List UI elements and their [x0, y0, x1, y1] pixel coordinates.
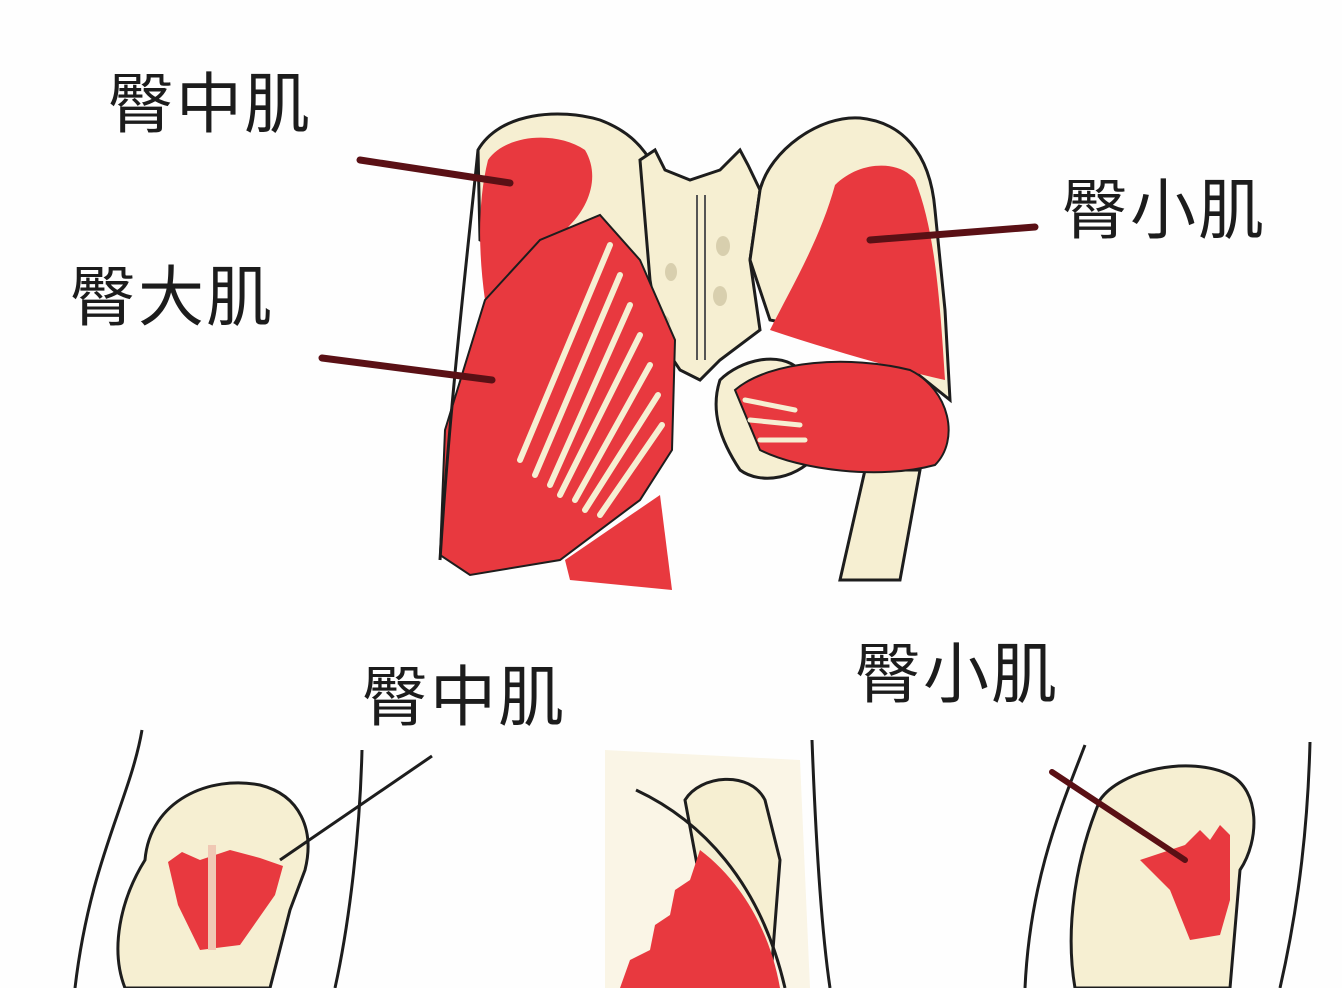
- pointer-gluteus-medius-bottom: [279, 754, 433, 862]
- label-gluteus-medius-top: 臀中肌: [108, 66, 312, 143]
- bottom-middle-hip-figure: [605, 739, 832, 988]
- bottom-middle-gluteus-maximus-muscle: [620, 850, 780, 988]
- label-gluteus-maximus-top: 臀大肌: [70, 259, 274, 336]
- label-gluteus-minimus-bottom: 臀小肌: [855, 636, 1059, 713]
- bottom-left-gluteus-medius-muscle: [168, 850, 283, 950]
- pointer-gluteus-maximus-top: [318, 354, 496, 384]
- label-gluteus-minimus-top: 臀小肌: [1062, 172, 1266, 249]
- right-femur-bone: [838, 468, 922, 582]
- right-hip-rotator-muscle: [733, 360, 950, 474]
- right-gluteus-minimus-muscle: [770, 165, 945, 380]
- left-gluteus-medius-muscle: [480, 137, 593, 300]
- pointer-gluteus-minimus-top: [866, 223, 1039, 244]
- bottom-left-hip-figure: [73, 729, 433, 988]
- left-thigh-muscle: [565, 495, 672, 590]
- pointer-gluteus-medius-top: [356, 156, 514, 187]
- bottom-right-hip-figure: [1023, 741, 1312, 988]
- bottom-right-gluteus-minimus-muscle: [1140, 825, 1230, 940]
- pointer-gluteus-minimus-bottom: [1049, 769, 1188, 863]
- top-pelvis-figure: [318, 112, 1039, 590]
- label-gluteus-medius-bottom: 臀中肌: [362, 659, 566, 736]
